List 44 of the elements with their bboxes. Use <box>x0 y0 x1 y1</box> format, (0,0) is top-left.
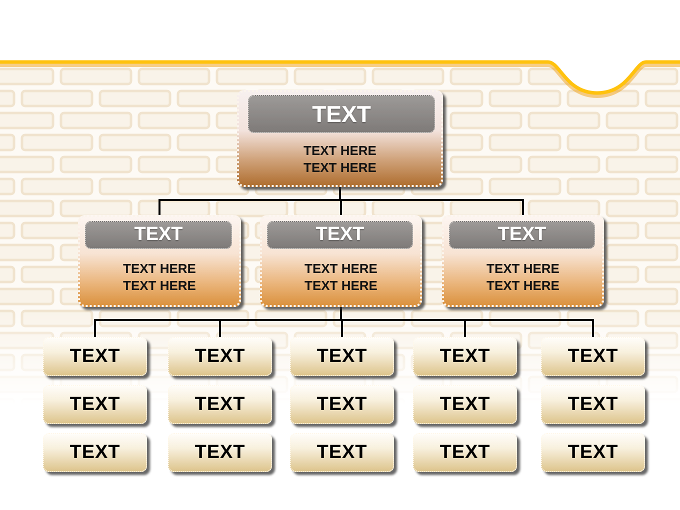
org-chart-card <box>43 433 147 472</box>
card-heading: TEXT <box>85 221 232 249</box>
org-chart-card <box>290 385 394 424</box>
card-label: TEXT <box>568 394 618 416</box>
card-text: TEXT HERE TEXT HERE <box>122 260 197 294</box>
org-chart-card <box>413 385 517 424</box>
card-label: TEXT <box>440 394 490 416</box>
card-label: TEXT <box>194 394 246 416</box>
org-chart-card <box>290 337 394 376</box>
card-label: TEXT <box>316 346 368 368</box>
card-heading: TEXT <box>267 221 413 249</box>
card-label: TEXT <box>440 346 490 368</box>
card-label: TEXT <box>70 442 120 464</box>
card-label: TEXT <box>568 346 618 368</box>
org-chart-card <box>541 337 645 376</box>
card-label: TEXT <box>316 394 368 416</box>
org-chart-card <box>43 385 147 424</box>
card-heading: TEXT <box>248 95 435 133</box>
org-chart-card <box>413 337 517 376</box>
org-chart-card <box>413 433 517 472</box>
org-chart-card <box>260 215 422 307</box>
org-chart-card <box>442 215 604 307</box>
org-chart-card <box>290 433 394 472</box>
card-text: TEXT HERE TEXT HERE <box>486 260 560 294</box>
card-label: TEXT <box>70 346 120 368</box>
org-chart-card <box>237 90 443 187</box>
connector-line <box>340 307 594 337</box>
card-label: TEXT <box>440 442 490 464</box>
card-label: TEXT <box>568 442 618 464</box>
org-chart-card <box>168 385 272 424</box>
card-label: TEXT <box>316 442 368 464</box>
card-text: TEXT HERE TEXT HERE <box>304 260 378 294</box>
org-chart-card <box>78 215 241 307</box>
card-heading: TEXT <box>449 221 595 249</box>
connector-line <box>339 187 524 215</box>
org-chart-card <box>541 385 645 424</box>
card-label: TEXT <box>194 346 246 368</box>
org-chart-card <box>168 433 272 472</box>
org-chart-card <box>168 337 272 376</box>
org-chart-card <box>43 337 147 376</box>
card-text: TEXT HERE TEXT HERE <box>302 142 378 176</box>
org-chart-card <box>541 433 645 472</box>
card-label: TEXT <box>70 394 120 416</box>
card-label: TEXT <box>194 442 246 464</box>
